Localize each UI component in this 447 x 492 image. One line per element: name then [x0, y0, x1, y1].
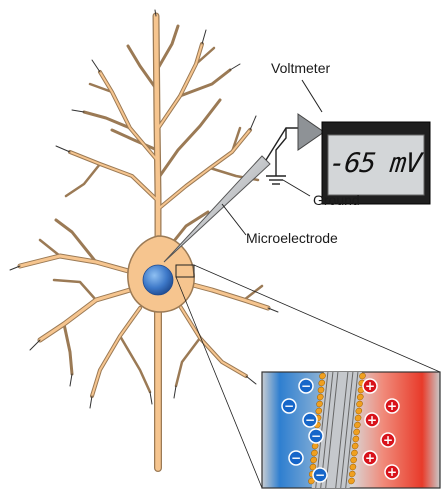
positive-ion: + — [384, 464, 400, 480]
positive-ion: + — [364, 412, 380, 428]
positive-ion: + — [362, 378, 378, 394]
svg-text:−: − — [291, 451, 301, 465]
svg-text:−: − — [315, 468, 325, 482]
positive-ion: + — [362, 450, 378, 466]
svg-text:−: − — [301, 379, 311, 393]
voltmeter-reading: -65 mV — [327, 148, 423, 179]
amplifier-triangle — [297, 113, 325, 151]
positive-ion: + — [384, 398, 400, 414]
svg-text:+: + — [387, 465, 397, 479]
nucleus — [142, 264, 174, 296]
microelectrode-label: Microelectrode — [246, 230, 338, 246]
ground-symbol — [266, 175, 286, 185]
membrane-inset: − − − − − — [261, 371, 441, 489]
negative-ion: − — [298, 378, 314, 394]
lipid-bilayer — [308, 372, 366, 488]
neuron — [9, 9, 279, 472]
ground-wire — [275, 128, 287, 176]
zoom-source-box — [175, 264, 195, 278]
negative-ions: − − − − − — [281, 378, 328, 483]
svg-text:−: − — [311, 429, 321, 443]
microelectrode — [163, 155, 271, 263]
svg-text:−: − — [305, 413, 315, 427]
svg-text:−: − — [284, 399, 294, 413]
ground-label: Ground — [313, 192, 360, 208]
negative-ion: − — [312, 467, 328, 483]
svg-text:+: + — [367, 413, 377, 427]
svg-text:+: + — [365, 451, 375, 465]
positive-ion: + — [380, 432, 396, 448]
electrode-wire — [265, 127, 298, 161]
negative-ion: − — [308, 428, 324, 444]
svg-text:+: + — [383, 433, 393, 447]
voltmeter-display — [327, 134, 425, 196]
negative-ion: − — [281, 398, 297, 414]
positive-ions: + + + + + — [362, 378, 400, 480]
negative-ion: − — [288, 450, 304, 466]
svg-text:+: + — [365, 379, 375, 393]
negative-ion: − — [302, 412, 318, 428]
voltmeter-label: Voltmeter — [271, 60, 331, 76]
svg-text:+: + — [387, 399, 397, 413]
